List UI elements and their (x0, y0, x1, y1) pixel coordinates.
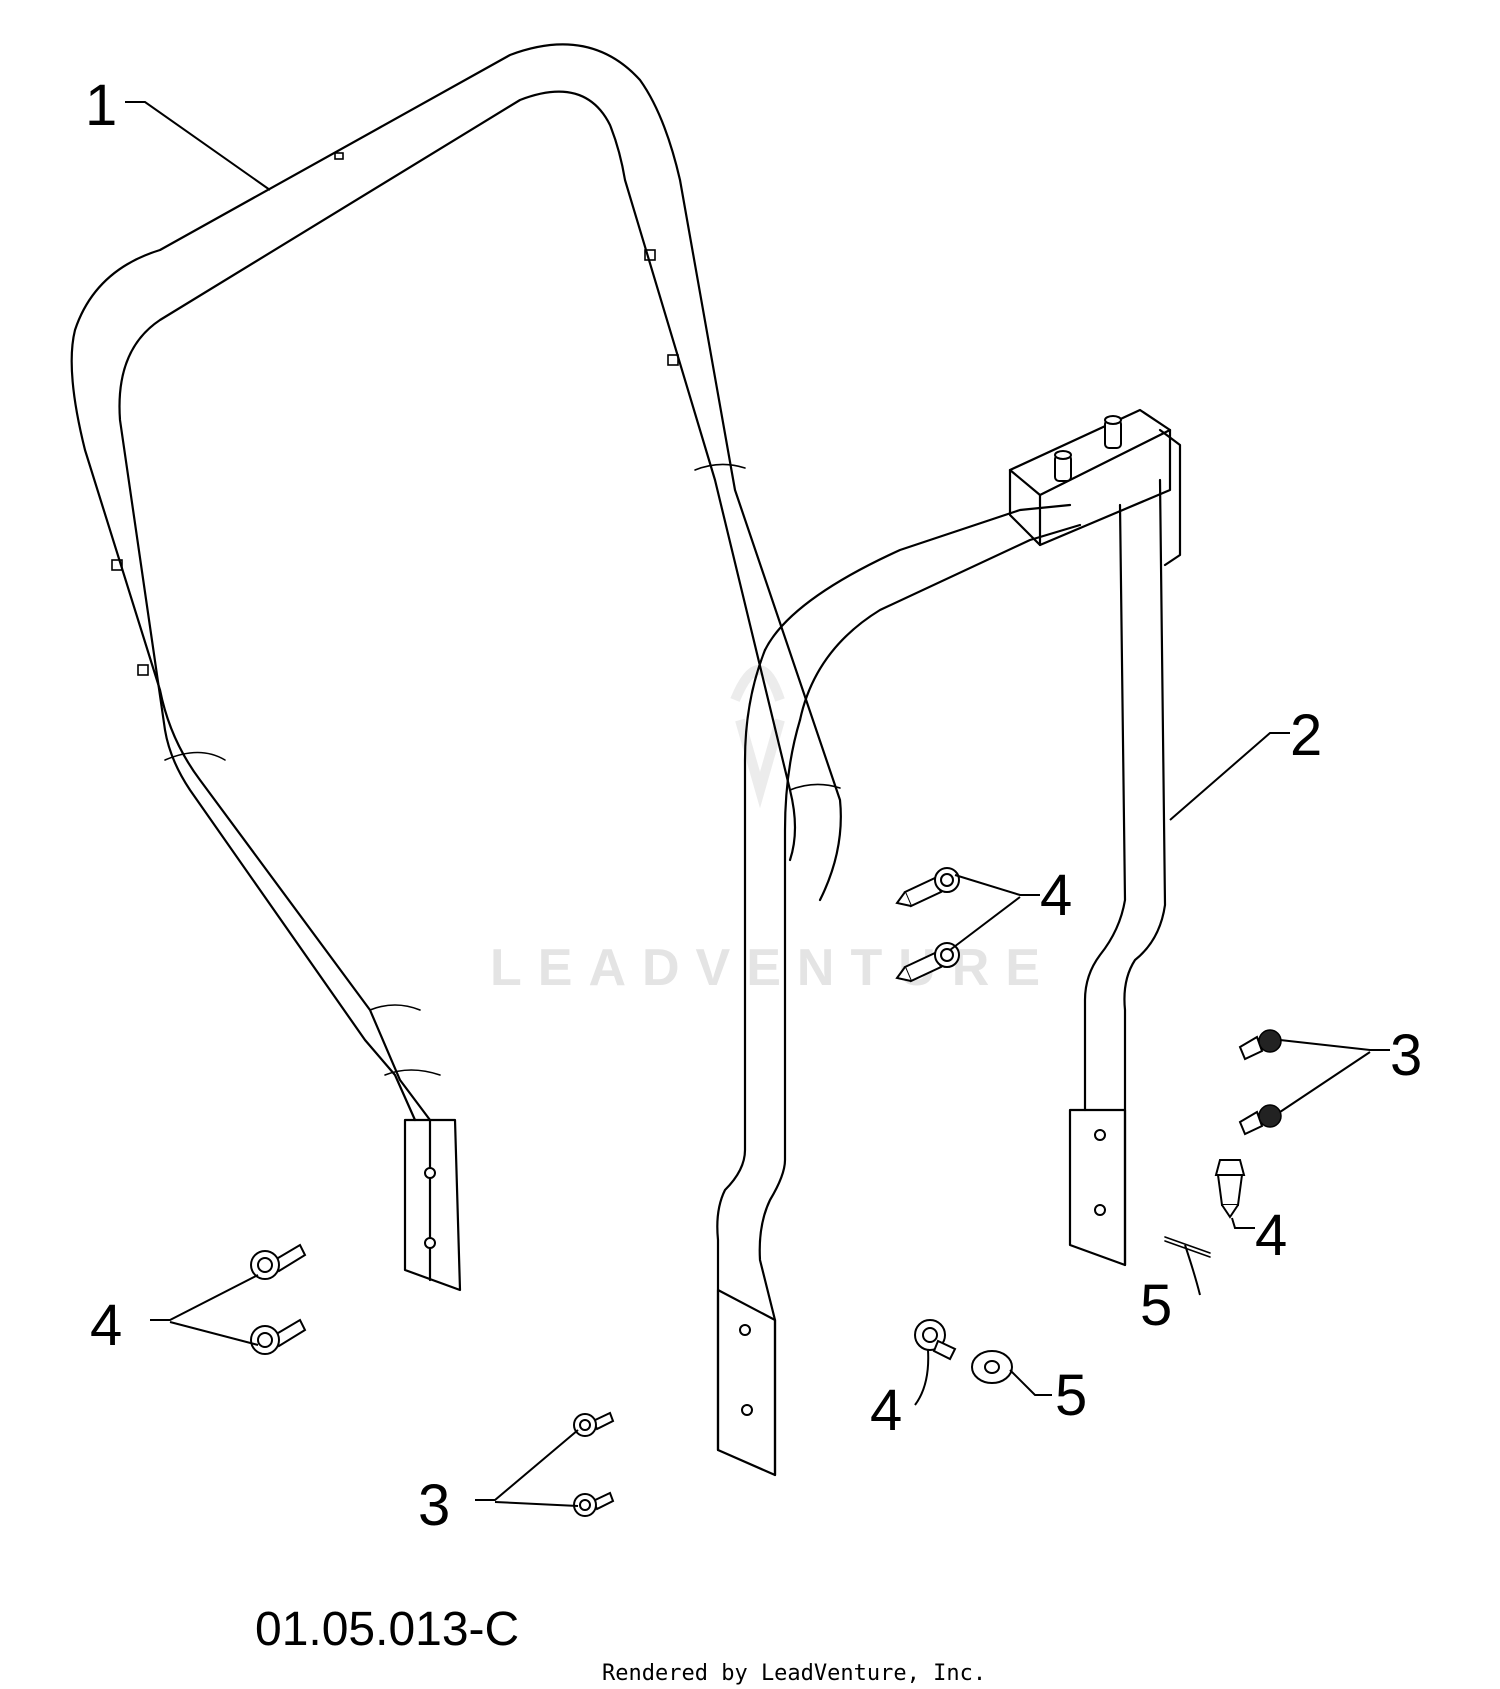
callout-4: 4 (870, 1378, 902, 1443)
bolt-icon (914, 1319, 957, 1361)
mount-hole (1094, 1129, 1106, 1141)
nut-pair-right (1238, 1029, 1282, 1136)
bolt-icon (895, 942, 960, 983)
nut-pair-bottom (573, 1411, 615, 1517)
washer-edge (1164, 1236, 1211, 1258)
bolt-icon (895, 867, 960, 908)
washer-icon (971, 1350, 1013, 1384)
upper-roll-bar (70, 43, 842, 1292)
callout-4: 4 (1040, 863, 1072, 928)
bolt-icon (1214, 1159, 1246, 1219)
mount-hole (424, 1167, 436, 1179)
nut-icon (1238, 1104, 1282, 1136)
nut-icon (573, 1491, 615, 1517)
bolt-pair-left (250, 1243, 307, 1355)
bolt-pair-middle (895, 867, 960, 983)
watermark-logo-icon (730, 665, 785, 809)
callout-3: 3 (418, 1473, 450, 1538)
diagram-code: 01.05.013-C (255, 1603, 519, 1656)
watermark-text: LEADVENTURE (490, 939, 1056, 997)
callout-1: 1 (85, 73, 117, 138)
mount-hole (739, 1324, 751, 1336)
nut-icon (573, 1411, 615, 1437)
bolt-icon (250, 1243, 307, 1280)
callout-4: 4 (1255, 1203, 1287, 1268)
callout-2: 2 (1290, 703, 1322, 768)
callout-5: 5 (1140, 1273, 1172, 1338)
callouts: 1 2 4 3 4 5 4 4 5 3 (85, 73, 1422, 1538)
callout-5: 5 (1055, 1363, 1087, 1428)
mount-hole (424, 1237, 436, 1249)
render-credit: Rendered by LeadVenture, Inc. (602, 1661, 986, 1686)
mount-hole (1094, 1204, 1106, 1216)
nut-icon (1238, 1029, 1282, 1061)
leader-lines (125, 101, 1390, 1507)
callout-3: 3 (1390, 1023, 1422, 1088)
lower-roll-bar (716, 408, 1182, 1477)
mount-hole (741, 1404, 753, 1416)
callout-4: 4 (90, 1293, 122, 1358)
bolt-icon (250, 1318, 307, 1355)
